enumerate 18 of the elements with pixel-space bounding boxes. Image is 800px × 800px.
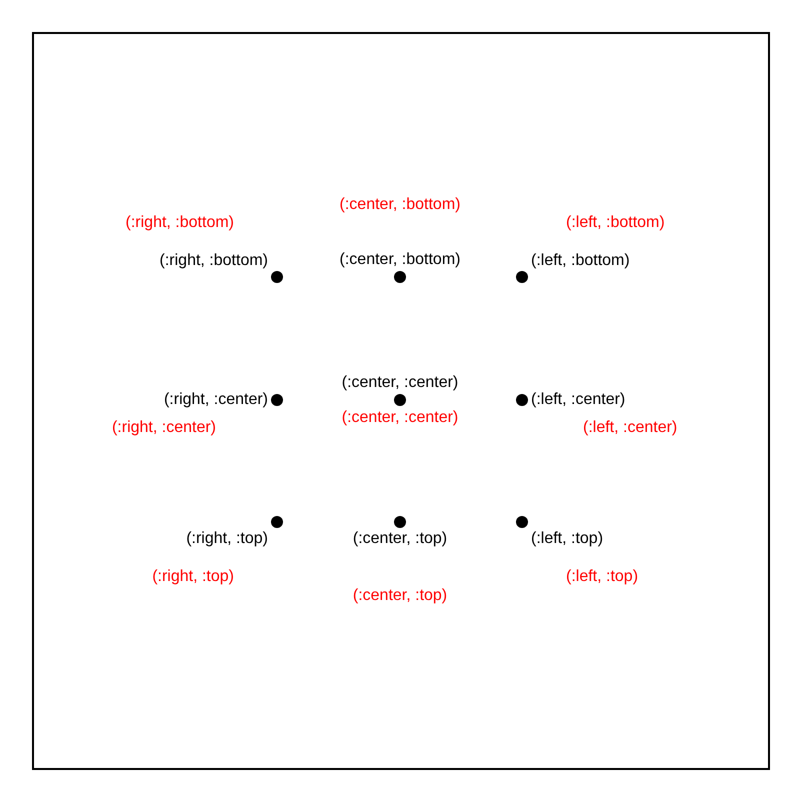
alignment-label: (:left, :top)	[531, 530, 604, 548]
alignment-label: (:left, :top)	[566, 568, 638, 586]
alignment-label: (:left, :center)	[583, 419, 678, 437]
alignment-label: (:right, :top)	[186, 530, 268, 548]
alignment-label: (:right, :center)	[164, 391, 268, 409]
alignment-label: (:center, :bottom)	[340, 196, 460, 214]
alignment-label: (:left, :bottom)	[531, 252, 630, 270]
alignment-label: (:left, :center)	[531, 391, 626, 409]
alignment-label: (:center, :bottom)	[340, 251, 460, 269]
alignment-label: (:center, :center)	[342, 409, 458, 427]
alignment-label: (:right, :bottom)	[160, 252, 268, 270]
alignment-label: (:left, :bottom)	[566, 214, 665, 232]
alignment-label: (:right, :center)	[112, 419, 216, 437]
alignment-label: (:center, :center)	[342, 374, 458, 392]
alignment-label: (:center, :top)	[352, 587, 448, 605]
alignment-label: (:right, :top)	[152, 568, 234, 586]
alignment-label: (:right, :bottom)	[126, 214, 234, 232]
alignment-label: (:center, :top)	[352, 530, 448, 548]
